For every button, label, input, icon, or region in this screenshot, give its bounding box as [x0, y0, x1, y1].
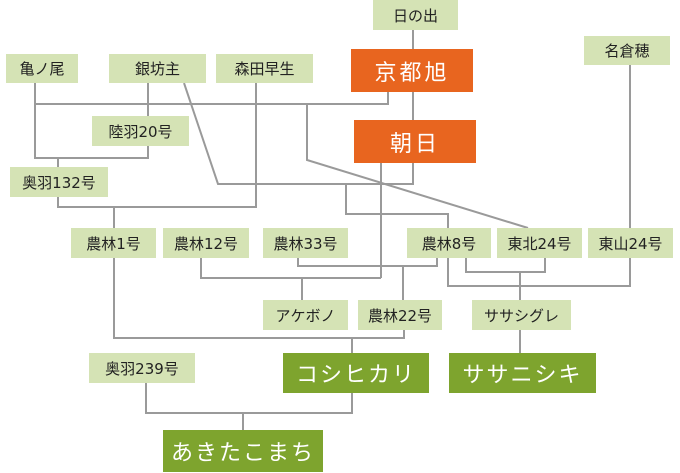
node-tozan24: 東山24号: [588, 228, 673, 258]
connector: [34, 104, 149, 159]
node-akitakomachi: あきたこまち: [163, 430, 323, 472]
node-norin8: 農林8号: [407, 228, 491, 258]
node-ginbozu: 銀坊主: [109, 54, 206, 83]
connector: [183, 82, 414, 185]
connector: [345, 184, 449, 228]
connector: [306, 104, 529, 229]
node-koshihikari: コシヒカリ: [283, 353, 429, 393]
node-ouu239: 奥羽239号: [89, 353, 195, 383]
node-ouu132: 奥羽132号: [10, 167, 108, 197]
connector: [34, 83, 389, 105]
connector: [297, 258, 438, 267]
connector: [465, 258, 546, 273]
node-naguraho: 名倉穂: [584, 36, 670, 65]
node-norin33: 農林33号: [263, 228, 348, 258]
node-kyoto-asahi: 京都旭: [351, 49, 473, 92]
node-sasanishiki: ササニシキ: [449, 353, 596, 393]
node-norin12: 農林12号: [163, 228, 249, 258]
node-norin22: 農林22号: [358, 300, 442, 330]
node-morita-wase: 森田早生: [216, 54, 313, 83]
node-tohoku24: 東北24号: [497, 228, 582, 258]
node-asahi: 朝日: [354, 120, 476, 163]
connector: [447, 258, 631, 287]
node-rikuu20: 陸羽20号: [92, 116, 189, 146]
connector: [57, 83, 257, 208]
node-sasashigure: ササシグレ: [472, 300, 571, 330]
node-hinode: 日の出: [373, 0, 458, 30]
node-kamenoo: 亀ノ尾: [6, 54, 78, 83]
connector: [200, 258, 381, 279]
connector: [113, 258, 405, 339]
node-norin1: 農林1号: [71, 228, 156, 258]
connector: [145, 383, 353, 414]
node-akebono: アケボノ: [263, 300, 348, 330]
